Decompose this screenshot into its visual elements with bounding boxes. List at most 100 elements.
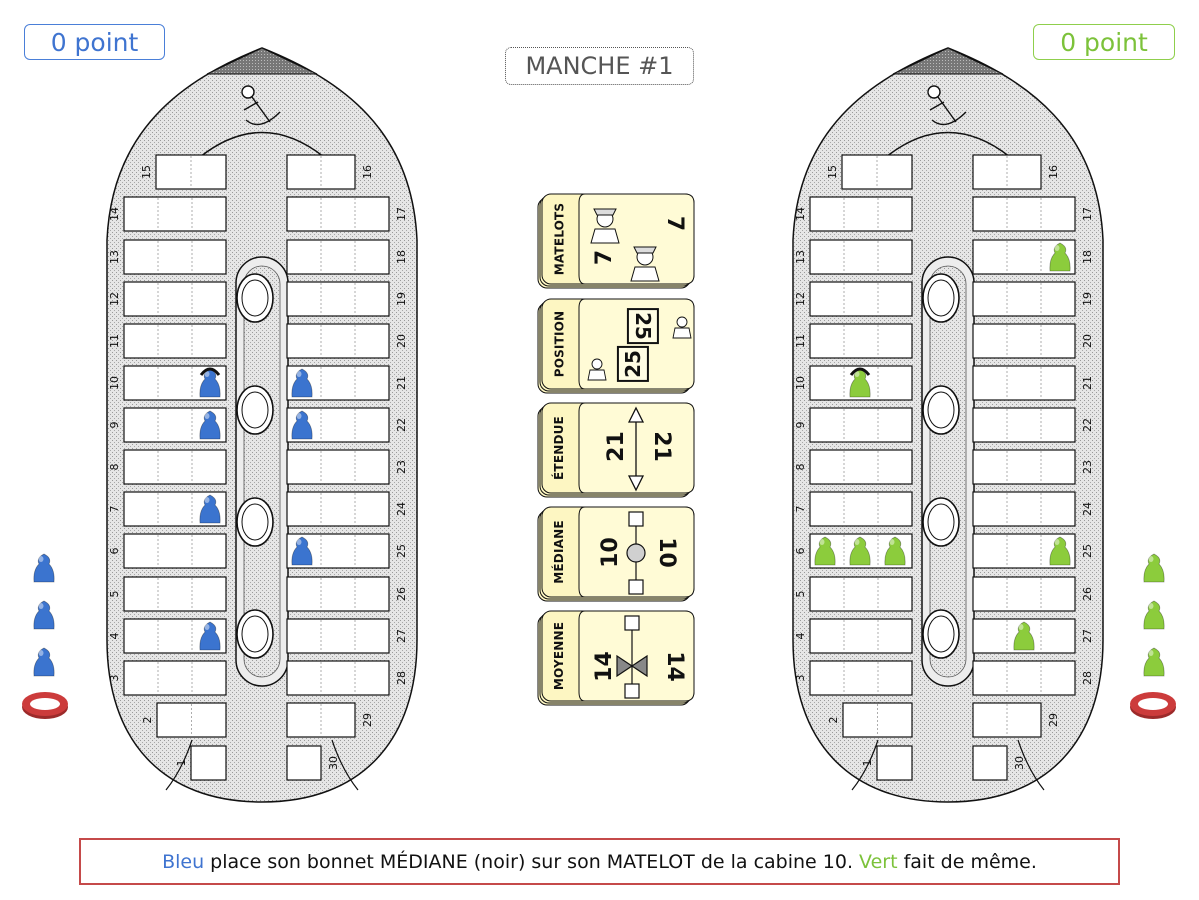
cabin-11[interactable]: 11: [108, 323, 227, 359]
cabin-13[interactable]: 13: [108, 239, 227, 275]
anchor-icon: [927, 85, 967, 126]
cabin-5[interactable]: 5: [108, 576, 227, 612]
blue-pawn-cabin-22[interactable]: [291, 410, 313, 440]
card-etendue[interactable]: ÉTENDUE 21 21: [537, 402, 695, 498]
cabin-28[interactable]: 28: [286, 660, 408, 696]
cabin-11[interactable]: 11: [794, 323, 913, 359]
cabin-6[interactable]: 6: [108, 533, 227, 569]
cabin-29[interactable]: 29: [286, 702, 374, 738]
green-pawn-cabin-27[interactable]: [1013, 621, 1035, 651]
cabin-24[interactable]: 24: [972, 491, 1094, 527]
green-reserve-pawn[interactable]: [1143, 647, 1165, 677]
cabin-27[interactable]: 27: [286, 618, 408, 654]
median-dot-icon: [626, 511, 646, 595]
card-matelots-value-a: 7: [592, 249, 618, 266]
cabin-17[interactable]: 17: [972, 196, 1094, 232]
cabin-number: 4: [108, 633, 121, 640]
cabin-4[interactable]: 4: [794, 618, 913, 654]
card-etendue-value-a: 21: [603, 431, 629, 462]
cabin-20[interactable]: 20: [286, 323, 408, 359]
cabin-number: 22: [1081, 418, 1094, 432]
cabin-3[interactable]: 3: [108, 660, 227, 696]
cabin-number: 15: [140, 165, 153, 179]
cabin-30[interactable]: 30: [972, 745, 1026, 781]
cabin-number: 16: [361, 165, 374, 179]
cabin-5[interactable]: 5: [794, 576, 913, 612]
cabin-8[interactable]: 8: [794, 449, 913, 485]
cabin-number: 15: [826, 165, 839, 179]
cabin-3[interactable]: 3: [794, 660, 913, 696]
cabin-number: 17: [395, 207, 408, 221]
blue-reserve-pawn[interactable]: [33, 647, 55, 677]
green-pawn-cabin-18[interactable]: [1049, 242, 1071, 272]
green-pawn-cabin-10[interactable]: [849, 368, 871, 398]
cabin-24[interactable]: 24: [286, 491, 408, 527]
cabin-23[interactable]: 23: [286, 449, 408, 485]
cabin-2[interactable]: 2: [827, 702, 913, 738]
cabin-26[interactable]: 26: [972, 576, 1094, 612]
cabin-14[interactable]: 14: [108, 196, 227, 232]
sailor-position-icon: [587, 316, 692, 381]
cabin-number: 3: [794, 675, 807, 682]
cabin-number: 4: [794, 633, 807, 640]
blue-reserve-pawn[interactable]: [33, 553, 55, 583]
cabin-9[interactable]: 9: [794, 407, 913, 443]
cabin-20[interactable]: 20: [972, 323, 1094, 359]
cabin-number: 21: [1081, 376, 1094, 390]
card-moyenne-frame: [537, 610, 695, 706]
cabin-7[interactable]: 7: [794, 491, 913, 527]
green-pawn-cabin-25[interactable]: [1049, 536, 1071, 566]
cabin-18[interactable]: 18: [286, 239, 408, 275]
card-moyenne[interactable]: MOYENNE 14 14: [537, 610, 695, 706]
cabin-number: 6: [108, 548, 121, 555]
blue-pawn-cabin-9[interactable]: [199, 410, 221, 440]
cabin-21[interactable]: 21: [972, 365, 1094, 401]
cabin-number: 13: [108, 250, 121, 264]
cabin-number: 1: [861, 760, 874, 767]
card-matelots[interactable]: MATELOTS 7 7: [537, 193, 695, 289]
card-position[interactable]: POSITION 25 25: [537, 298, 695, 394]
cabin-12[interactable]: 12: [108, 281, 227, 317]
anchor-icon: [241, 85, 281, 126]
cabin-1[interactable]: 1: [861, 745, 913, 781]
cabin-22[interactable]: 22: [972, 407, 1094, 443]
blue-reserve-pawn[interactable]: [33, 600, 55, 630]
cabin-15[interactable]: 15: [826, 154, 913, 190]
cabin-23[interactable]: 23: [972, 449, 1094, 485]
cabin-number: 28: [1081, 671, 1094, 685]
cabin-16[interactable]: 16: [972, 154, 1060, 190]
reserve-ring-icon[interactable]: [22, 692, 68, 719]
balance-icon: [616, 615, 648, 699]
blue-pawn-cabin-4[interactable]: [199, 621, 221, 651]
cabin-14[interactable]: 14: [794, 196, 913, 232]
card-mediane[interactable]: MÉDIANE 10 10: [537, 506, 695, 602]
green-pawn-cabin-6[interactable]: [849, 536, 871, 566]
blue-pawn-cabin-21[interactable]: [291, 368, 313, 398]
green-pawn-cabin-6[interactable]: [884, 536, 906, 566]
cabin-15[interactable]: 15: [140, 154, 227, 190]
cabin-8[interactable]: 8: [108, 449, 227, 485]
cabin-19[interactable]: 19: [972, 281, 1094, 317]
blue-pawn-cabin-25[interactable]: [291, 536, 313, 566]
cabin-19[interactable]: 19: [286, 281, 408, 317]
card-position-frame: [537, 298, 695, 394]
cabin-30[interactable]: 30: [286, 745, 340, 781]
cabin-29[interactable]: 29: [972, 702, 1060, 738]
cabin-number: 1: [175, 760, 188, 767]
cabin-2[interactable]: 2: [141, 702, 227, 738]
card-mediane-frame: [537, 506, 695, 602]
cabin-number: 8: [794, 464, 807, 471]
cabin-12[interactable]: 12: [794, 281, 913, 317]
cabin-number: 11: [108, 334, 121, 348]
cabin-1[interactable]: 1: [175, 745, 227, 781]
cabin-16[interactable]: 16: [286, 154, 374, 190]
reserve-ring-icon[interactable]: [1130, 692, 1176, 719]
green-pawn-cabin-6[interactable]: [814, 536, 836, 566]
green-reserve-pawn[interactable]: [1143, 553, 1165, 583]
cabin-28[interactable]: 28: [972, 660, 1094, 696]
cabin-13[interactable]: 13: [794, 239, 913, 275]
cabin-17[interactable]: 17: [286, 196, 408, 232]
green-reserve-pawn[interactable]: [1143, 600, 1165, 630]
cabin-26[interactable]: 26: [286, 576, 408, 612]
blue-pawn-cabin-7[interactable]: [199, 494, 221, 524]
